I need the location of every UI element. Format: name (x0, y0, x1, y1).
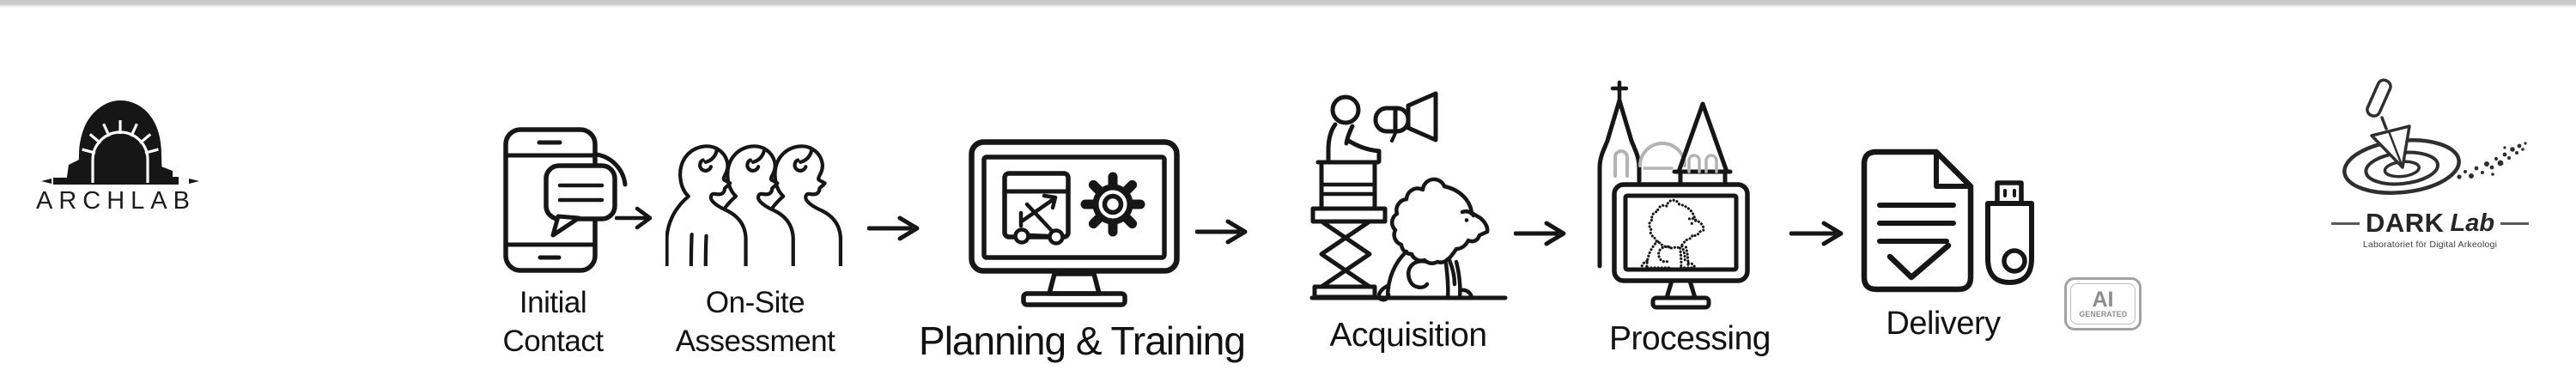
step-label-on-site-assessment: On-Site Assessment (675, 286, 835, 358)
step-label-initial-contact: Initial Contact (502, 286, 604, 358)
arrow-icon (1789, 221, 1844, 246)
step-label-processing: Processing (1609, 320, 1771, 357)
ai-badge-line2: GENERATED (2079, 309, 2127, 319)
step-label-acquisition: Acquisition (1329, 317, 1487, 354)
step-label-delivery: Delivery (1886, 306, 2001, 342)
darklab-title-bold: DARK (2365, 208, 2445, 238)
monitor-gear-icon (969, 139, 1180, 307)
phone-chat-icon (503, 127, 628, 273)
top-divider-bar (0, 0, 2576, 8)
people-group-icon (665, 144, 843, 266)
scanner-glyph (1373, 91, 1438, 142)
scatter-dots-glyph (2457, 142, 2527, 179)
ai-generated-badge: AI GENERATED (2064, 277, 2142, 330)
darklab-logo: DARK Lab Laboratoriet för Digital Arkeol… (2329, 70, 2531, 250)
archlab-logo: ARCHLAB (26, 89, 206, 215)
archlab-logo-text: ARCHLAB (36, 187, 196, 215)
darklab-title: DARK Lab (2329, 208, 2531, 239)
trowel-spiral-icon (2342, 78, 2527, 195)
darklab-rule-right (2500, 221, 2530, 225)
lion-statue-glyph (1379, 179, 1487, 300)
usb-drive-glyph (1985, 180, 2034, 285)
trowel-glyph (2366, 78, 2411, 169)
ai-badge-line1: AI (2092, 287, 2114, 312)
scissor-lift-glyph (1310, 160, 1388, 300)
gear-glyph (1080, 172, 1145, 237)
arrow-icon (615, 206, 653, 230)
document-usb-icon (1861, 149, 2034, 293)
darklab-title-italic: Lab (2450, 209, 2495, 237)
darklab-subtitle: Laboratoriet för Digital Arkeologi (2362, 239, 2498, 250)
arrow-icon (1514, 221, 1566, 246)
stone-arch-icon (41, 100, 199, 185)
arrow-icon (1195, 219, 1248, 245)
operator-figure (1326, 94, 1382, 165)
step-label-planning-training: Planning & Training (919, 318, 1246, 363)
lift-scanner-lion-icon (1309, 91, 1508, 305)
plan-window-glyph (1002, 171, 1071, 246)
arrow-icon (867, 215, 920, 241)
pointcloud-monitor-icon (1597, 80, 1750, 310)
darklab-rule-left (2330, 221, 2360, 225)
